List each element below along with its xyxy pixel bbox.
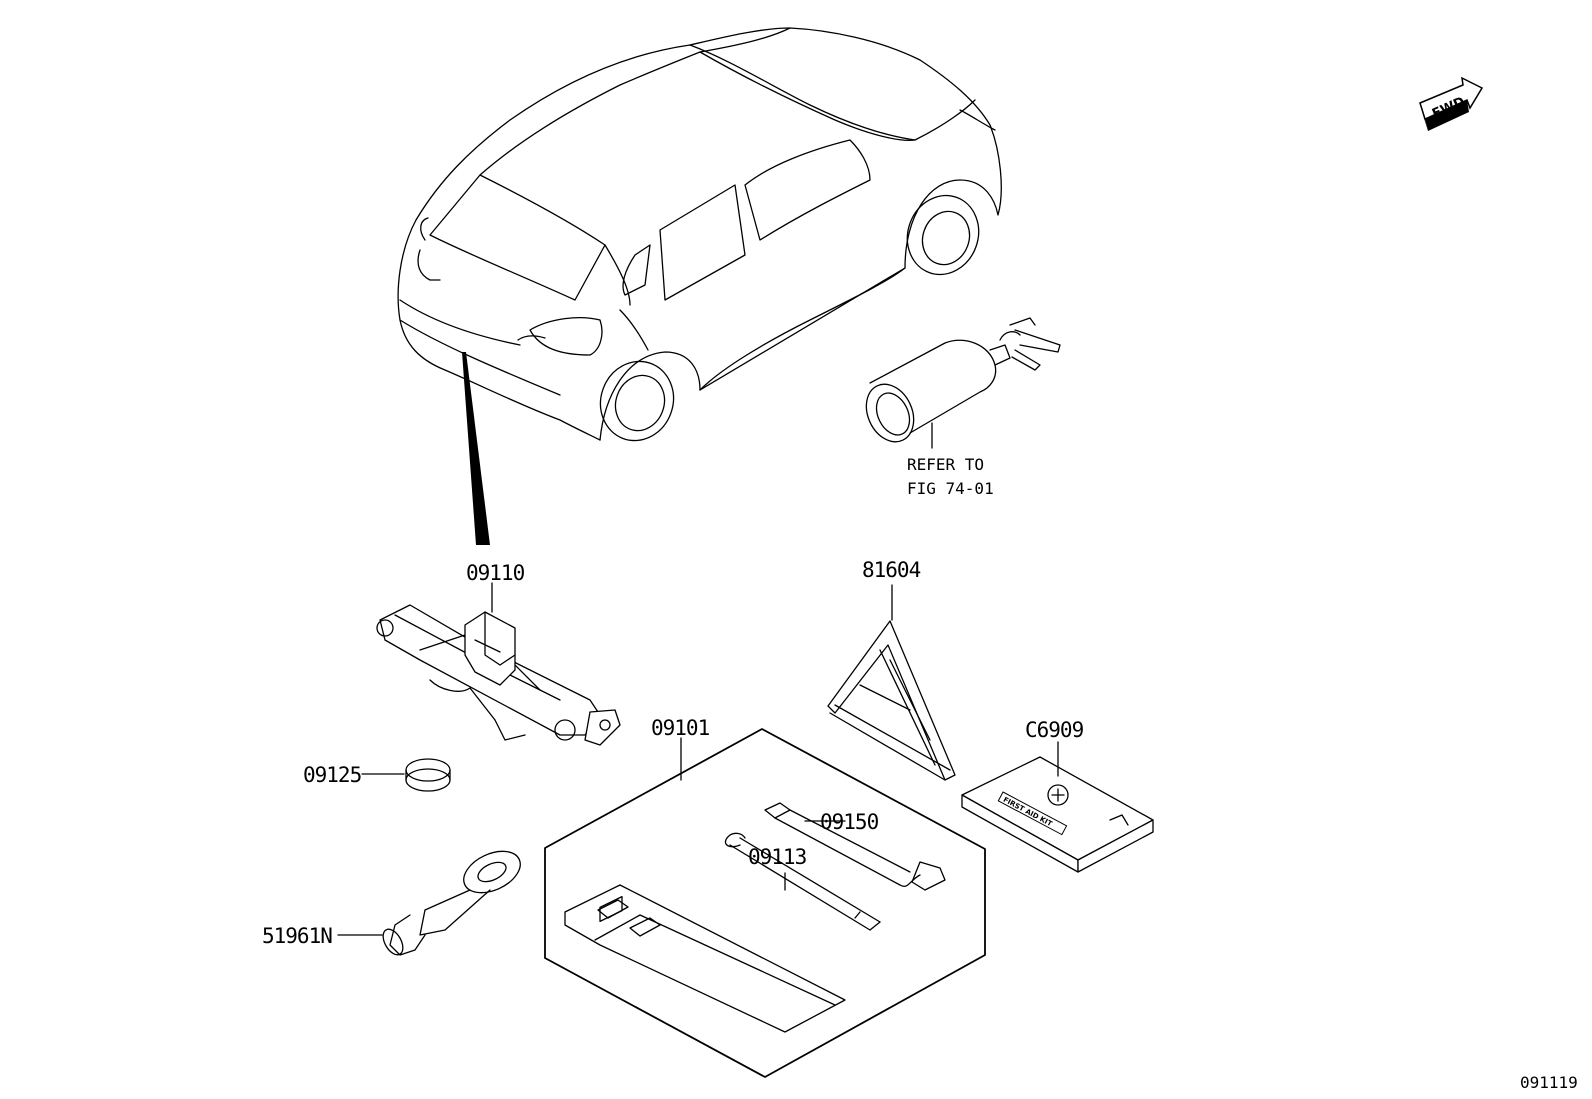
part-label-jack-handle: 09150 xyxy=(820,810,879,834)
part-label-tool-bag: 09101 xyxy=(651,716,710,740)
towing-hook-illustration xyxy=(379,843,527,958)
fwd-badge: FWD xyxy=(1420,78,1482,131)
refer-note-line2: FIG 74-01 xyxy=(907,479,994,498)
location-pointer xyxy=(462,352,490,545)
warning-triangle-illustration xyxy=(828,621,955,780)
part-label-wheel-nut-wrench: 09113 xyxy=(748,845,807,869)
part-label-jack-cover: 09125 xyxy=(303,763,361,787)
jack-handle-illustration xyxy=(725,833,880,930)
refer-note-line1: REFER TO xyxy=(907,455,984,474)
part-label-first-aid-kit: C6909 xyxy=(1025,718,1084,742)
jack-cover-ring-illustration xyxy=(406,759,450,791)
wheel-nut-wrench-illustration xyxy=(765,803,945,890)
part-label-towing-hook: 51961N xyxy=(262,924,332,948)
figure-code: 091119 xyxy=(1520,1073,1578,1092)
part-label-jack: 09110 xyxy=(466,561,525,585)
tool-bag-illustration xyxy=(545,729,985,1077)
part-label-warning-triangle: 81604 xyxy=(862,558,921,582)
fire-extinguisher-illustration xyxy=(857,318,1060,449)
scissor-jack-illustration xyxy=(377,605,620,745)
first-aid-kit-illustration: FIRST AID KIT xyxy=(962,757,1153,872)
vehicle-outline xyxy=(398,28,1001,451)
